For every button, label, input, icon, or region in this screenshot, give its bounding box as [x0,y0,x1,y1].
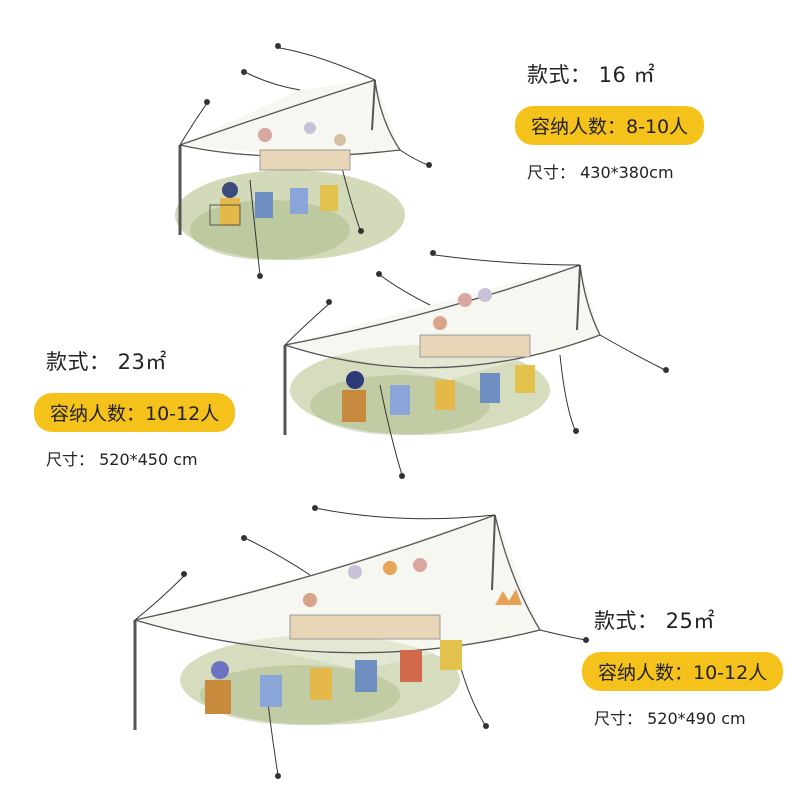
size-label: 尺寸： 520*490 cm [594,709,746,728]
capacity-badge: 容纳人数：10-12人 [34,393,236,432]
style-label: 款式： 23㎡ [46,350,167,374]
spec-16: 款式： 16 ㎡ 容纳人数：8-10人 尺寸： 430*380cm [515,59,705,183]
size-label: 尺寸： 430*380cm [527,163,674,182]
style-label: 款式： 25㎡ [594,609,715,633]
size-label: 尺寸： 520*450 cm [46,450,198,469]
capacity-badge: 容纳人数：10-12人 [582,652,784,691]
capacity-badge: 容纳人数：8-10人 [515,106,705,145]
spec-25: 款式： 25㎡ 容纳人数：10-12人 尺寸： 520*490 cm [582,605,784,729]
canopy-illustration-23 [283,250,669,479]
spec-23: 款式： 23㎡ 容纳人数：10-12人 尺寸： 520*450 cm [34,346,236,470]
canopy-illustration-16 [175,43,432,279]
canopy-illustration-25 [133,505,589,779]
style-label: 款式： 16 ㎡ [527,63,656,87]
